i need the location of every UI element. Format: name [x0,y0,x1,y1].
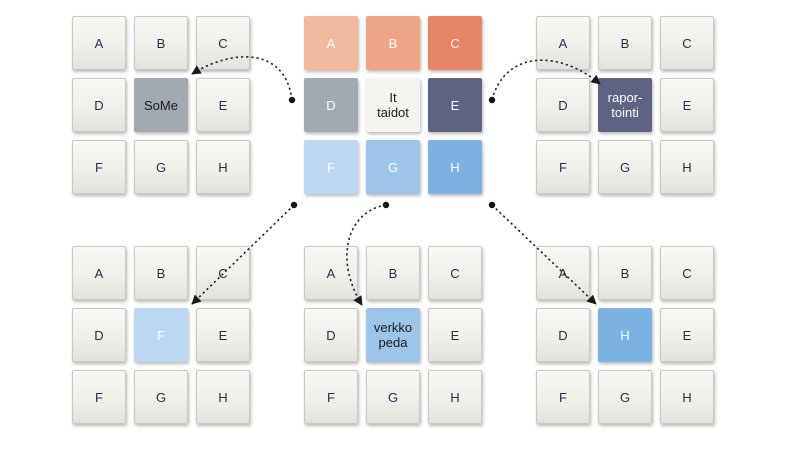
cell-b: B [598,16,652,70]
center-cell-b: B [366,16,420,70]
center-cell-c: C [428,16,482,70]
cell-a: A [72,246,126,300]
cell-g: G [134,370,188,424]
cell-b: B [366,246,420,300]
cell-center-f: F [134,308,188,362]
center-cell-f: F [304,140,358,194]
arrow-origin-dot-e [488,96,496,104]
grid-raportointi: A B C D rapor- tointi E F G H [536,16,716,196]
cell-e: E [428,308,482,362]
cell-center-verkkopeda: verkko peda [366,308,420,362]
cell-f: F [536,370,590,424]
cell-g: G [134,140,188,194]
cell-a: A [72,16,126,70]
grid-center: A B C D It taidot E F G H [304,16,484,196]
cell-g: G [598,140,652,194]
center-cell-a: A [304,16,358,70]
cell-g: G [598,370,652,424]
cell-c: C [428,246,482,300]
cell-f: F [72,370,126,424]
cell-h: H [660,140,714,194]
grid-somme: A B C D SoMe E F G H [72,16,252,196]
cell-d: D [536,308,590,362]
cell-h: H [196,140,250,194]
center-cell-h: H [428,140,482,194]
grid-f-expansion: A B C D F E F G H [72,246,252,426]
arrow-origin-dot-d [288,96,296,104]
cell-center-raportointi: rapor- tointi [598,78,652,132]
arrow-origin-dot-f [290,201,298,209]
cell-c: C [196,246,250,300]
cell-e: E [196,308,250,362]
cell-f: F [536,140,590,194]
cell-h: H [660,370,714,424]
cell-a: A [536,16,590,70]
cell-e: E [660,308,714,362]
cell-f: F [72,140,126,194]
cell-c: C [660,16,714,70]
arrow-origin-dot-h [488,201,496,209]
cell-h: H [428,370,482,424]
cell-e: E [196,78,250,132]
cell-f: F [304,370,358,424]
cell-d: D [72,308,126,362]
center-cell-g: G [366,140,420,194]
cell-c: C [660,246,714,300]
cell-b: B [598,246,652,300]
cell-a: A [304,246,358,300]
cell-b: B [134,246,188,300]
cell-d: D [72,78,126,132]
cell-g: G [366,370,420,424]
cell-e: E [660,78,714,132]
grid-verkkopeda: A B C D verkko peda E F G H [304,246,484,426]
cell-d: D [304,308,358,362]
cell-d: D [536,78,590,132]
cell-c: C [196,16,250,70]
cell-h: H [196,370,250,424]
center-cell-it-taidot: It taidot [366,78,420,132]
cell-b: B [134,16,188,70]
grid-h-expansion: A B C D H E F G H [536,246,716,426]
cell-center-h: H [598,308,652,362]
cell-center-somme: SoMe [134,78,188,132]
center-cell-d: D [304,78,358,132]
center-cell-e: E [428,78,482,132]
cell-a: A [536,246,590,300]
arrow-origin-dot-g [382,201,390,209]
